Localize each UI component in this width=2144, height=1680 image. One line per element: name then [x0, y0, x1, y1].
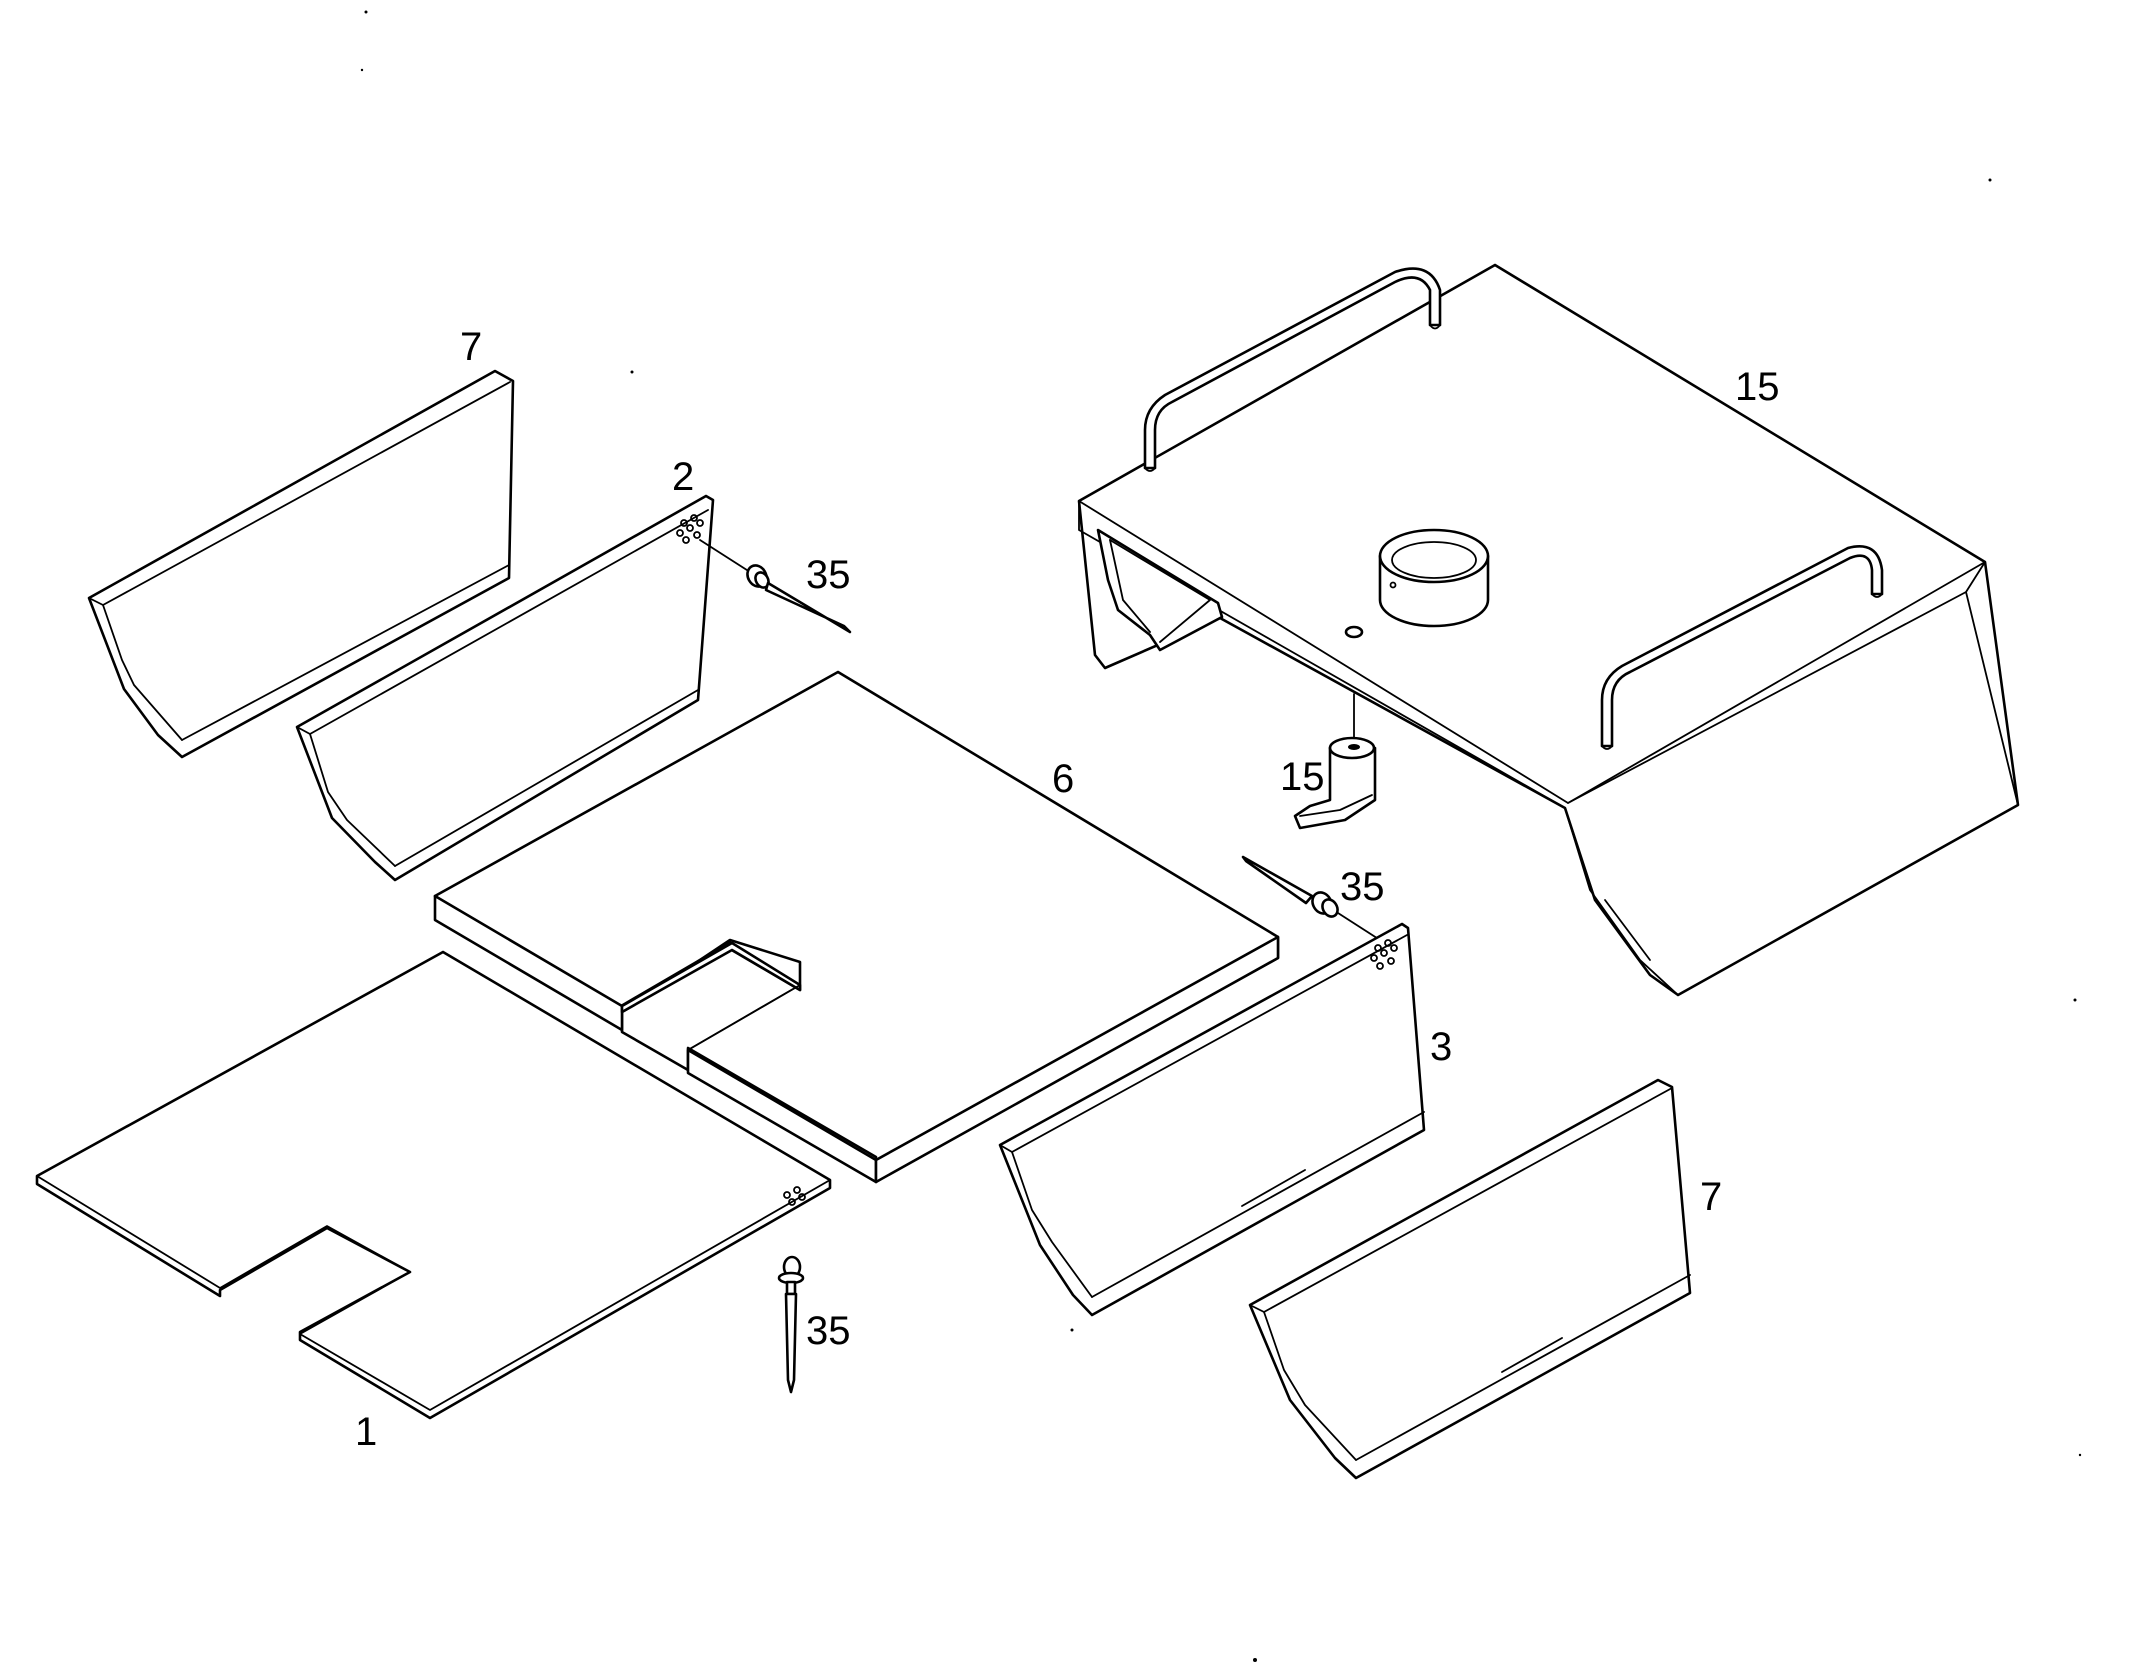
hood-15: [1077, 263, 2020, 997]
base-board-6: [433, 670, 1280, 1184]
mounting-holes: [676, 514, 704, 544]
carry-handle-front: [1600, 545, 1884, 750]
side-panel-7-bottom-right: [1248, 1078, 1692, 1480]
callout-35-upper: 35: [806, 553, 851, 597]
callout-labels: 7 2 35 6 15 15 35 3 7 35 1: [355, 325, 1780, 1454]
floor-plate-1: [35, 950, 832, 1420]
fastener-35-upper: [699, 539, 852, 634]
side-panel-2: [295, 494, 715, 882]
fastener-35-lower: [777, 1255, 805, 1394]
ring-collar: [1378, 528, 1490, 628]
carry-handle-top: [1143, 267, 1442, 472]
callout-6: 6: [1052, 757, 1074, 801]
scan-specks: [360, 10, 2082, 1662]
callout-3: 3: [1430, 1025, 1452, 1069]
callout-35-lower: 35: [806, 1309, 851, 1353]
callout-7-top-left: 7: [460, 325, 482, 369]
mounting-holes: [783, 1186, 806, 1206]
clamp-15: [1293, 693, 1377, 830]
callout-2: 2: [672, 455, 694, 499]
callout-35-middle: 35: [1340, 865, 1385, 909]
callout-7-bottom-right: 7: [1700, 1175, 1722, 1219]
callout-1: 1: [355, 1410, 377, 1454]
fastener-35-middle: [1241, 855, 1381, 941]
side-panel-3: [998, 922, 1426, 1317]
callout-15-hood: 15: [1735, 365, 1780, 409]
callout-15-clamp: 15: [1280, 755, 1325, 799]
mounting-holes: [1370, 939, 1398, 970]
side-panel-7-top-left: [87, 369, 515, 759]
